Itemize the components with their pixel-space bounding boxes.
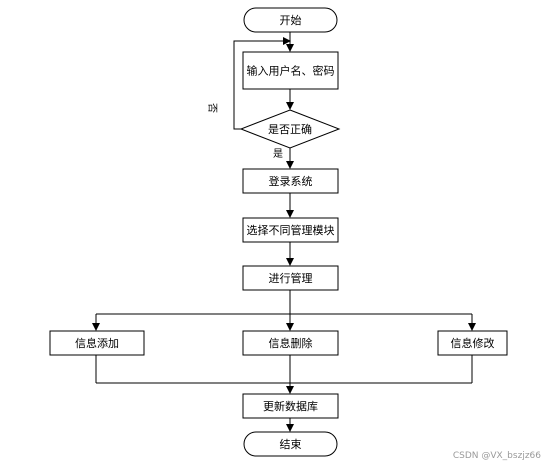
modify-label: 信息修改 [451,336,495,350]
delete-label: 信息删除 [269,336,313,350]
select-node: 选择不同管理模块 [242,217,339,243]
end-label: 结束 [280,438,302,451]
manage-label: 进行管理 [269,271,313,285]
edge-label-no: 否 [206,103,218,113]
check-decision: 是否正确 [239,109,341,149]
update-label: 更新数据库 [263,399,318,413]
check-label: 是否正确 [268,123,312,136]
start-node: 开始 [243,7,338,33]
edge-check-no-loop [233,37,291,130]
input-node: 输入用户名、密码 [242,51,339,90]
select-label: 选择不同管理模块 [247,223,335,237]
update-node: 更新数据库 [242,393,339,419]
input-label: 输入用户名、密码 [247,64,335,78]
end-node: 结束 [243,431,338,457]
delete-node: 信息删除 [242,330,339,356]
start-label: 开始 [280,13,302,27]
login-node: 登录系统 [242,168,339,194]
watermark: CSDN @VX_bszjz66 [453,451,541,461]
manage-node: 进行管理 [242,265,339,291]
login-label: 登录系统 [269,174,313,188]
add-node: 信息添加 [49,330,145,356]
modify-node: 信息修改 [437,330,508,356]
add-label: 信息添加 [75,336,119,350]
edge-label-yes: 是 [273,148,283,160]
